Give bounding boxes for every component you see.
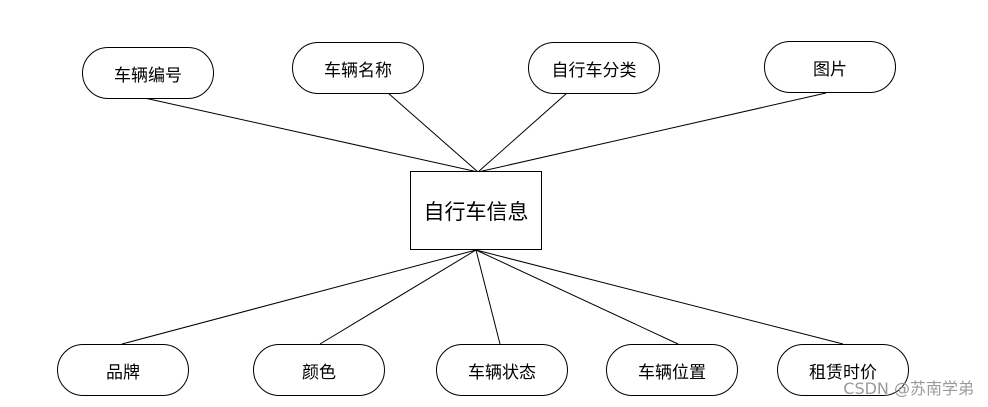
connector-line <box>475 249 844 345</box>
attribute-vehicle-status: 车辆状态 <box>436 344 568 396</box>
connector-line <box>477 92 568 173</box>
connector-line <box>121 249 477 345</box>
attribute-color: 颜色 <box>253 344 385 396</box>
connector-line <box>319 249 477 345</box>
attribute-image: 图片 <box>764 41 896 93</box>
connector-line <box>475 249 679 345</box>
attribute-vehicle-location: 车辆位置 <box>606 344 738 396</box>
attribute-vehicle-name: 车辆名称 <box>292 42 424 94</box>
attribute-vehicle-id: 车辆编号 <box>82 47 214 99</box>
entity-bicycle-info: 自行车信息 <box>410 171 542 250</box>
attribute-rental-price: 租赁时价 <box>777 344 909 396</box>
attribute-bicycle-category: 自行车分类 <box>528 42 660 94</box>
attribute-brand: 品牌 <box>57 344 189 396</box>
connector-line <box>475 249 501 345</box>
watermark: CSDN @苏南学弟 <box>843 379 974 398</box>
connector-line <box>139 96 479 173</box>
connector-line <box>387 92 479 173</box>
connector-line <box>477 92 827 173</box>
